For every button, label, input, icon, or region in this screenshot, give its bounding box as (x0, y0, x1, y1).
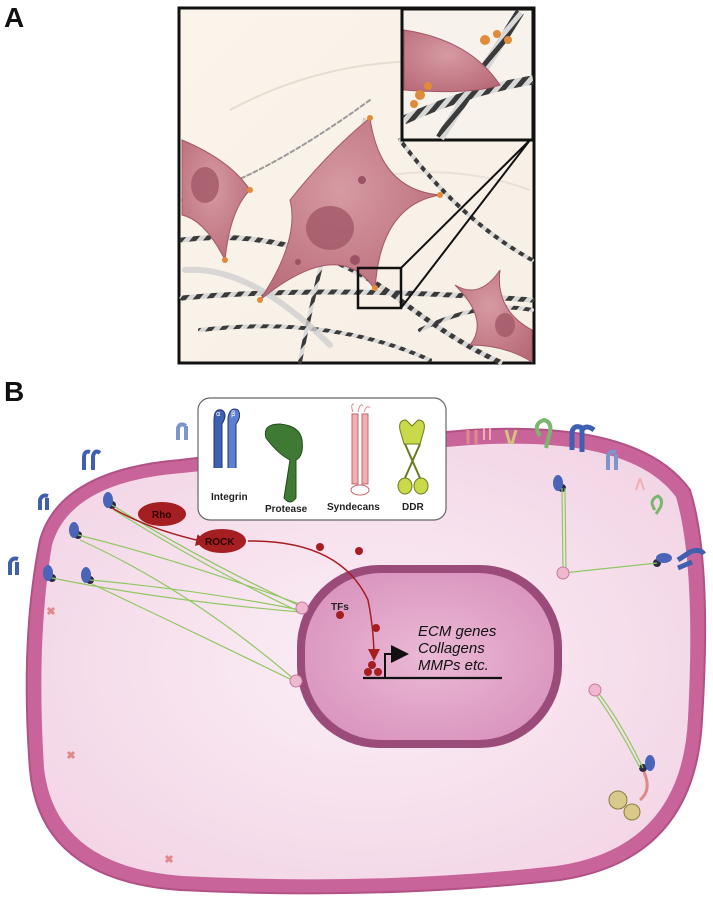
rho-pill (138, 502, 186, 526)
ddr-icon (397, 419, 429, 495)
nucleus (305, 573, 554, 740)
legend-label-ddr: DDR (402, 502, 424, 513)
integrin-receptor (82, 449, 102, 470)
legend-label-protease: Protease (265, 504, 308, 515)
panel-a-illustration (177, 6, 536, 365)
legend-label-integrin: Integrin (211, 492, 248, 503)
panel-b-illustration: α β Integrin Protease Syndecans DDR (8, 397, 707, 895)
zoom-inset (400, 7, 535, 142)
adhesion-points (222, 115, 443, 303)
panel-b-label: B (4, 376, 25, 407)
rho-label: Rho (152, 510, 171, 521)
gene-label-ecm: ECM genes (418, 623, 497, 640)
panel-a-label: A (4, 2, 25, 33)
membrane-receptors (8, 417, 707, 864)
rock-pill (198, 529, 246, 553)
fibroblast-cells (181, 117, 533, 363)
rock-to-nucleus-arrow (247, 540, 380, 661)
transcription-factors (316, 543, 382, 676)
tfs-label: TFs (331, 602, 349, 613)
transcription-start-arrow (384, 645, 409, 678)
svg-text:α: α (216, 410, 221, 418)
gene-label-mmps: MMPs etc. (418, 657, 489, 674)
svg-text:β: β (231, 410, 235, 418)
legend-box (197, 397, 447, 521)
syndecan-icon (350, 403, 371, 496)
legend-label-syndecans: Syndecans (327, 502, 380, 513)
integrin-icon: α β (213, 408, 241, 468)
gene-label-collagens: Collagens (418, 640, 485, 657)
cytoskeleton-fibers (51, 487, 658, 769)
rho-rock-arrow (111, 507, 208, 546)
protease-icon (264, 423, 303, 503)
zoom-region-box (356, 266, 403, 310)
rock-label: ROCK (205, 537, 235, 548)
